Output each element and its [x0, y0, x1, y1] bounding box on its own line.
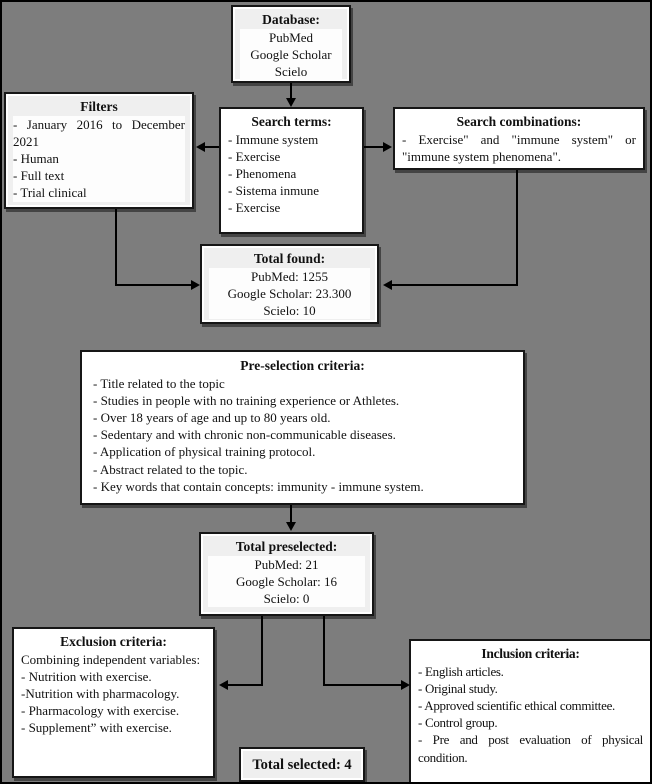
total-preselected-line: Scielo: 0	[208, 590, 365, 608]
inclusion-item: - English articles.	[418, 663, 504, 679]
total-found-line: PubMed: 1255	[209, 267, 370, 285]
preselection-item: - Studies in people with no training exp…	[93, 392, 400, 408]
filters-item: - Trial clinical	[13, 184, 185, 202]
inclusion-title: Inclusion criteria:	[481, 646, 580, 661]
database-box: Database: PubMed Google Scholar Scielo	[231, 5, 351, 83]
total-preselected-title: Total preselected:	[235, 539, 338, 554]
inclusion-item: - Approved scientific ethical committee.	[418, 698, 616, 714]
connector-line	[225, 684, 263, 686]
connector-line	[323, 684, 402, 686]
exclusion-title: Exclusion criteria:	[60, 634, 167, 649]
connector-line	[115, 209, 117, 286]
search-terms-item: - Sistema inmune	[228, 183, 319, 199]
arrow-right-icon	[401, 680, 413, 690]
search-combinations-title: Search combinations:	[456, 114, 582, 129]
preselection-title: Pre-selection criteria:	[240, 358, 365, 373]
preselection-item: - Title related to the topic	[93, 375, 225, 391]
filters-item: - Human	[13, 150, 185, 168]
total-selected-box: Total selected: 4	[239, 747, 365, 782]
database-line: PubMed	[240, 28, 342, 46]
preselection-item: - Over 18 years of age and up to 80 year…	[93, 410, 331, 426]
total-found-line: Google Scholar: 23.300	[209, 284, 370, 303]
database-line: Scielo	[240, 63, 342, 81]
total-preselected-line: Google Scholar: 16	[208, 572, 365, 591]
filters-box: Filters - January 2016 to December 2021 …	[4, 92, 194, 209]
search-combinations-box: Search combinations: - Exercise" and "im…	[393, 107, 645, 170]
search-combinations-text: - Exercise" and "immune system" or "immu…	[402, 131, 636, 164]
connector-line	[201, 146, 219, 148]
arrow-left-icon	[216, 680, 228, 690]
connector-line	[290, 505, 292, 524]
filters-title: Filters	[80, 99, 118, 114]
exclusion-item: - Nutrition with exercise.	[21, 668, 152, 684]
total-found-line: Scielo: 10	[209, 302, 370, 320]
arrow-right-icon	[191, 280, 203, 290]
arrow-down-icon	[286, 98, 296, 110]
filters-item: - Full text	[13, 167, 185, 185]
exclusion-item: - Supplement” with exercise.	[21, 720, 172, 736]
total-preselected-box: Total preselected: PubMed: 21 Google Sch…	[199, 532, 374, 616]
search-terms-item: - Immune system	[228, 131, 319, 147]
search-terms-box: Search terms: - Immune system - Exercise…	[219, 107, 364, 234]
connector-line	[115, 284, 192, 286]
inclusion-criteria-box: Inclusion criteria: - English articles. …	[409, 639, 650, 782]
search-terms-item: - Exercise	[228, 200, 281, 216]
connector-line	[261, 616, 263, 686]
connector-line	[364, 146, 384, 148]
database-title: Database:	[262, 12, 320, 27]
total-preselected-line: PubMed: 21	[208, 555, 365, 573]
preselection-item: - Key words that contain concepts: immun…	[93, 478, 424, 494]
exclusion-intro: Combining independent variables:	[21, 651, 201, 667]
preselection-item: - Abstract related to the topic.	[93, 461, 248, 477]
arrow-left-icon	[380, 280, 392, 290]
arrow-down-icon	[286, 522, 296, 534]
connector-line	[323, 616, 325, 686]
exclusion-item: - Pharmacology with exercise.	[21, 703, 180, 719]
search-terms-item: - Exercise	[228, 148, 281, 164]
arrow-left-icon	[193, 142, 205, 152]
connector-line	[389, 284, 518, 286]
filters-item: - January 2016 to December 2021	[13, 115, 185, 151]
preselection-item: - Sedentary and with chronic non-communi…	[93, 427, 396, 443]
exclusion-criteria-box: Exclusion criteria: Combining independen…	[12, 627, 215, 778]
connector-line	[516, 170, 518, 286]
preselection-criteria-box: Pre-selection criteria: - Title related …	[80, 350, 525, 505]
total-found-box: Total found: PubMed: 1255 Google Scholar…	[200, 244, 379, 324]
inclusion-item: - Pre and post evaluation of physical co…	[418, 732, 643, 765]
exclusion-item: -Nutrition with pharmacology.	[21, 686, 180, 702]
inclusion-item: - Original study.	[418, 680, 498, 696]
total-selected-label: Total selected: 4	[252, 757, 352, 773]
connector-line	[290, 83, 292, 100]
arrow-right-icon	[383, 142, 395, 152]
search-terms-title: Search terms:	[251, 114, 332, 129]
database-line: Google Scholar	[240, 45, 342, 64]
inclusion-item: - Control group.	[418, 715, 498, 731]
total-found-title: Total found:	[253, 251, 326, 266]
preselection-item: - Application of physical training proto…	[93, 444, 316, 460]
search-terms-item: - Phenomena	[228, 166, 297, 182]
